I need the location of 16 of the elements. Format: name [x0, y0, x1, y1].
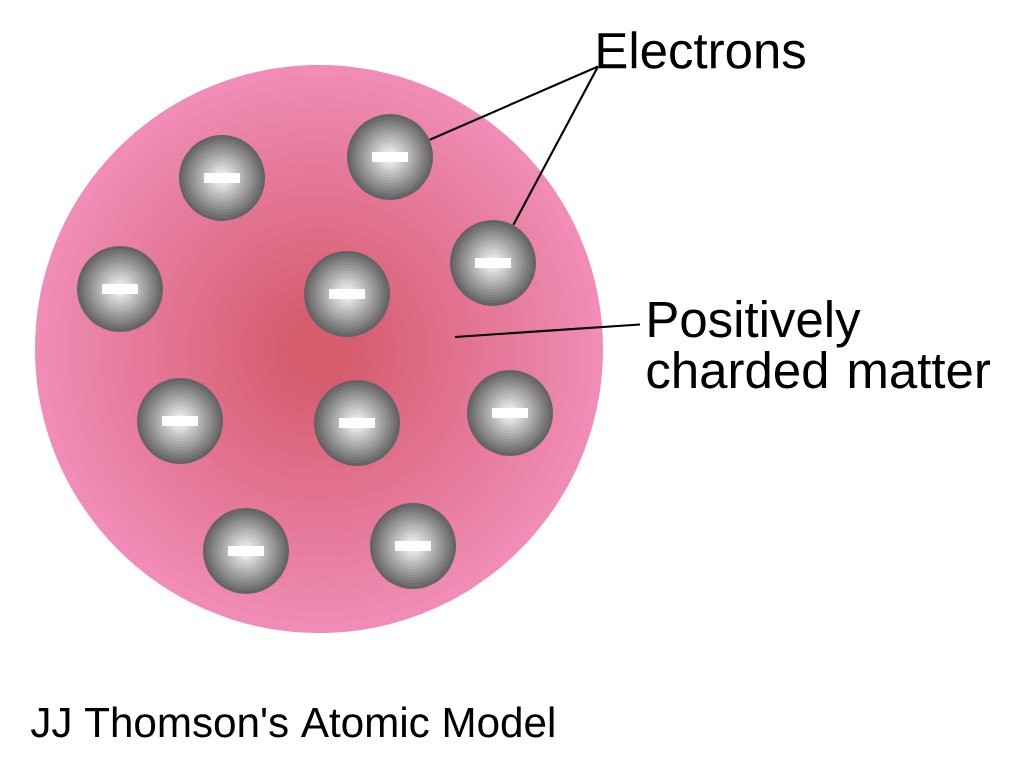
electron: [137, 378, 223, 464]
electron: [77, 246, 163, 332]
electron: [347, 114, 433, 200]
leader-line: [512, 66, 599, 226]
electron: [179, 135, 265, 221]
electron: [314, 380, 400, 466]
electron: [203, 508, 289, 594]
electron: [467, 370, 553, 456]
caption: JJ Thomson's Atomic Model: [31, 706, 554, 738]
electrons-label: Electrons: [598, 31, 805, 69]
electron: [304, 251, 390, 337]
leader-line: [429, 65, 599, 141]
electron: [370, 503, 456, 589]
leader-line: [454, 323, 641, 339]
electron: [450, 220, 536, 306]
matter-label: Positively charded matter: [647, 300, 990, 389]
